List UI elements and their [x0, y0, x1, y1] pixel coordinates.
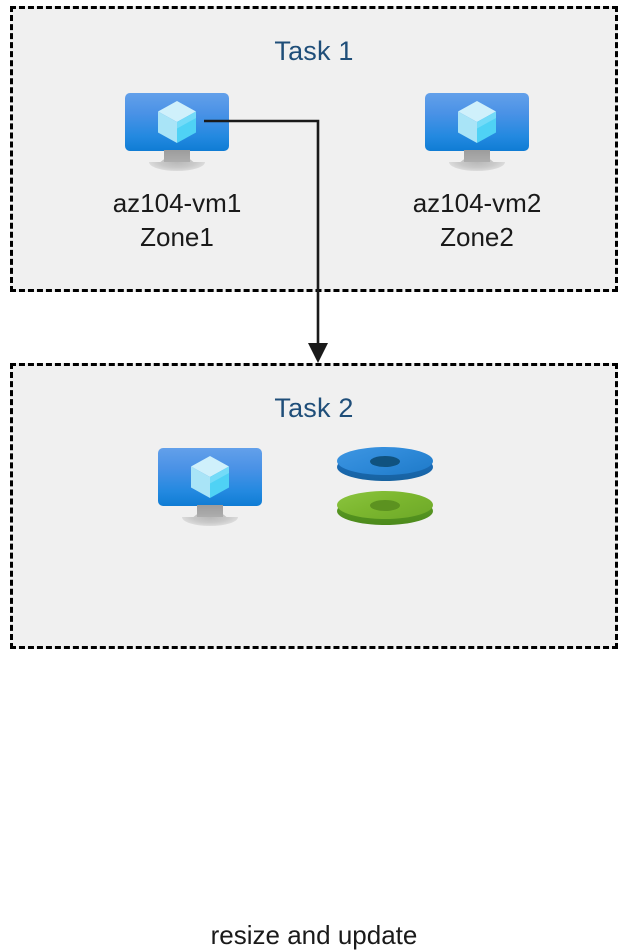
virtual-machine-icon — [425, 93, 529, 171]
disk-blue-hole — [370, 456, 400, 467]
disk-blue — [337, 447, 433, 485]
vm-1-label: az104-vm1 Zone1 — [57, 186, 297, 254]
cube-glyph — [158, 101, 196, 143]
monitor-screen — [425, 93, 529, 151]
vm-1-zone: Zone1 — [140, 222, 214, 252]
vm-1-name: az104-vm1 — [112, 188, 242, 218]
monitor-neck — [197, 505, 223, 518]
disk-green — [337, 491, 433, 529]
monitor-screen — [125, 93, 229, 151]
arrowhead-icon — [308, 343, 328, 363]
vm-2-zone: Zone2 — [440, 222, 514, 252]
monitor-screen — [158, 448, 262, 506]
task-2-panel: Task 2 resize and update — [10, 363, 618, 948]
task-2-caption: resize and update — [210, 920, 418, 950]
task-2-title: Task 2 — [274, 393, 354, 423]
managed-disks-icon — [337, 447, 435, 531]
vm-2-name: az104-vm2 — [412, 188, 542, 218]
monitor-neck — [464, 150, 490, 163]
virtual-machine-icon — [125, 93, 229, 171]
task-1-title: Task 1 — [274, 36, 354, 66]
task-diagram: Task 1 — [10, 6, 618, 948]
virtual-machine-icon — [158, 448, 262, 526]
monitor-base — [449, 162, 505, 171]
disk-green-hole — [370, 500, 400, 511]
cube-glyph — [191, 456, 229, 498]
cube-glyph — [458, 101, 496, 143]
monitor-base — [149, 162, 205, 171]
monitor-neck — [164, 150, 190, 163]
vm-2-label: az104-vm2 Zone2 — [357, 186, 597, 254]
monitor-base — [182, 517, 238, 526]
task-1-panel: Task 1 — [10, 6, 618, 292]
